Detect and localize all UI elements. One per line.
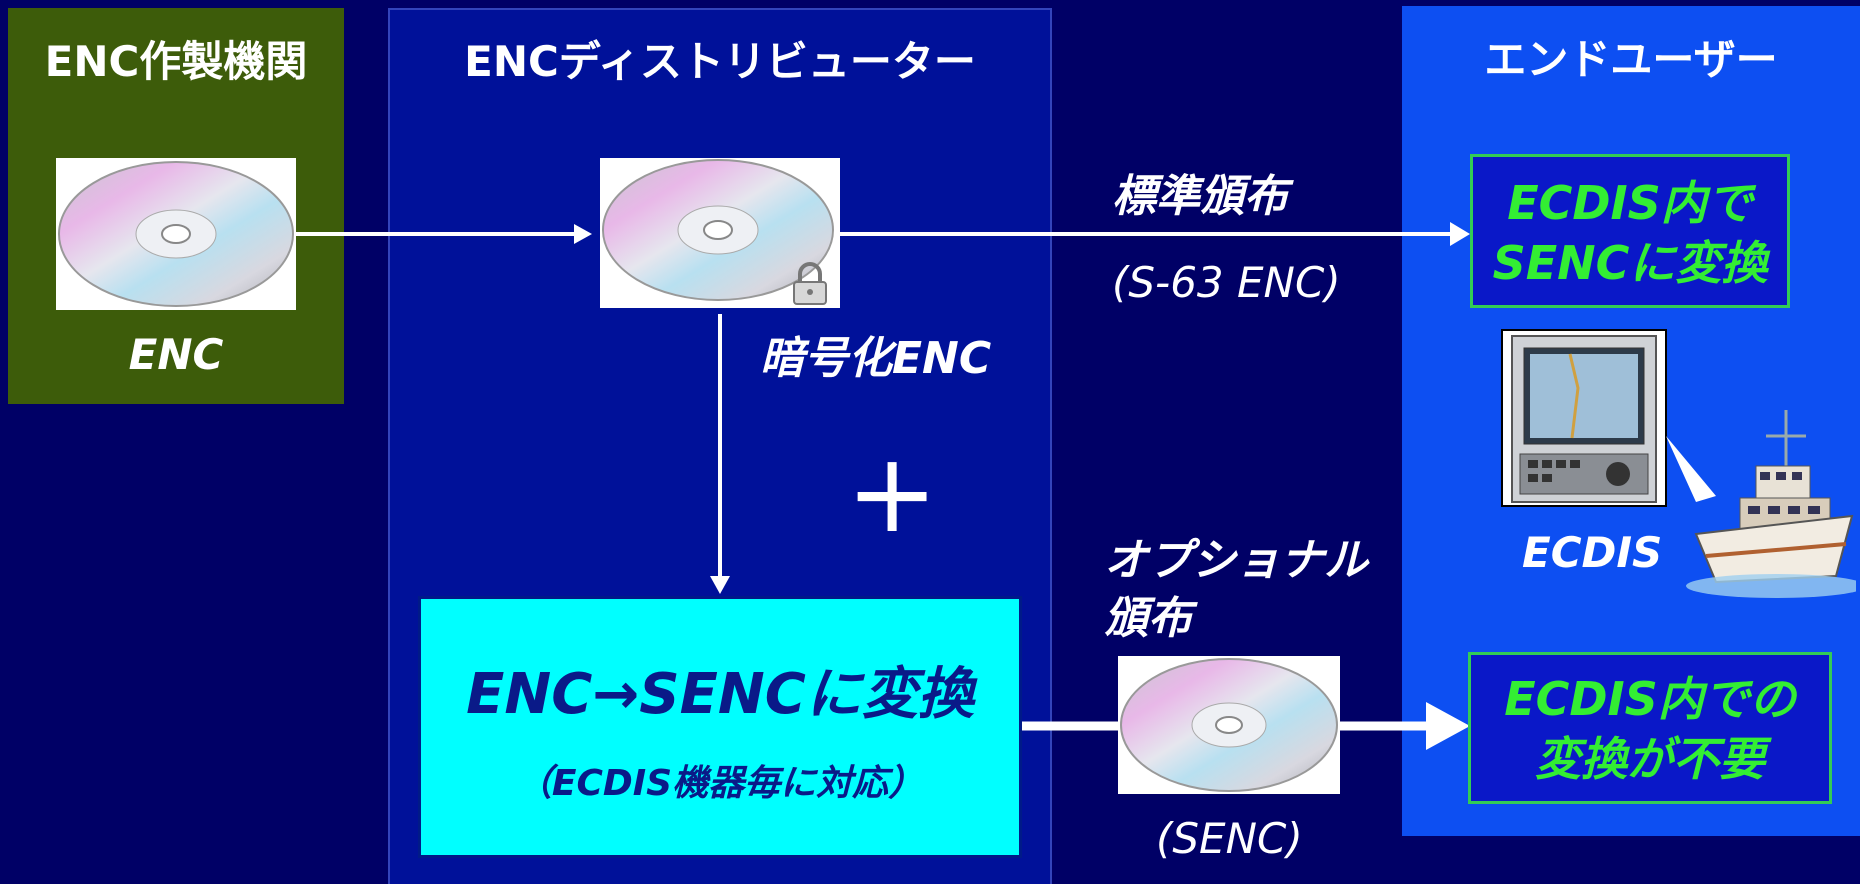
result-standard-box: ECDIS内で SENCに変換 bbox=[1470, 154, 1790, 308]
optional-distribution-label-2: 頒布 bbox=[1104, 593, 1192, 644]
optional-format-label: (SENC) bbox=[1156, 814, 1303, 863]
senc-conversion-box: ENC→SENCに変換 （ECDIS機器毎に対応） bbox=[418, 596, 1022, 858]
distributor-title: ENCディストリビューター bbox=[464, 37, 976, 86]
cd-disc-icon bbox=[1118, 656, 1340, 794]
ecdis-label: ECDIS bbox=[1522, 528, 1663, 577]
encrypted-enc-label: 暗号化ENC bbox=[760, 333, 992, 384]
result-standard-line2: SENCに変換 bbox=[1492, 236, 1768, 290]
result-optional-box: ECDIS内での 変換が不要 bbox=[1468, 652, 1832, 804]
senc-conversion-title: ENC→SENCに変換 bbox=[466, 662, 974, 727]
ecdis-terminal-icon bbox=[1500, 328, 1668, 508]
senc-conversion-subtitle: （ECDIS機器毎に対応） bbox=[515, 763, 925, 804]
result-optional-line2: 変換が不要 bbox=[1535, 732, 1765, 786]
ship-icon bbox=[1656, 406, 1860, 602]
plus-sign: + bbox=[846, 429, 939, 557]
enduser-title: エンドユーザー bbox=[1484, 35, 1778, 84]
padlock-icon bbox=[790, 262, 830, 306]
standard-distribution-label: 標準頒布 bbox=[1112, 171, 1288, 222]
producer-title: ENC作製機関 bbox=[44, 37, 308, 86]
cd-disc-icon bbox=[56, 158, 296, 310]
producer-disc-label: ENC bbox=[128, 330, 224, 379]
optional-distribution-label-1: オプショナル bbox=[1104, 535, 1368, 586]
result-standard-line1: ECDIS内で bbox=[1507, 176, 1753, 230]
result-optional-line1: ECDIS内での bbox=[1504, 672, 1796, 726]
standard-format-label: (S-63 ENC) bbox=[1112, 258, 1341, 307]
